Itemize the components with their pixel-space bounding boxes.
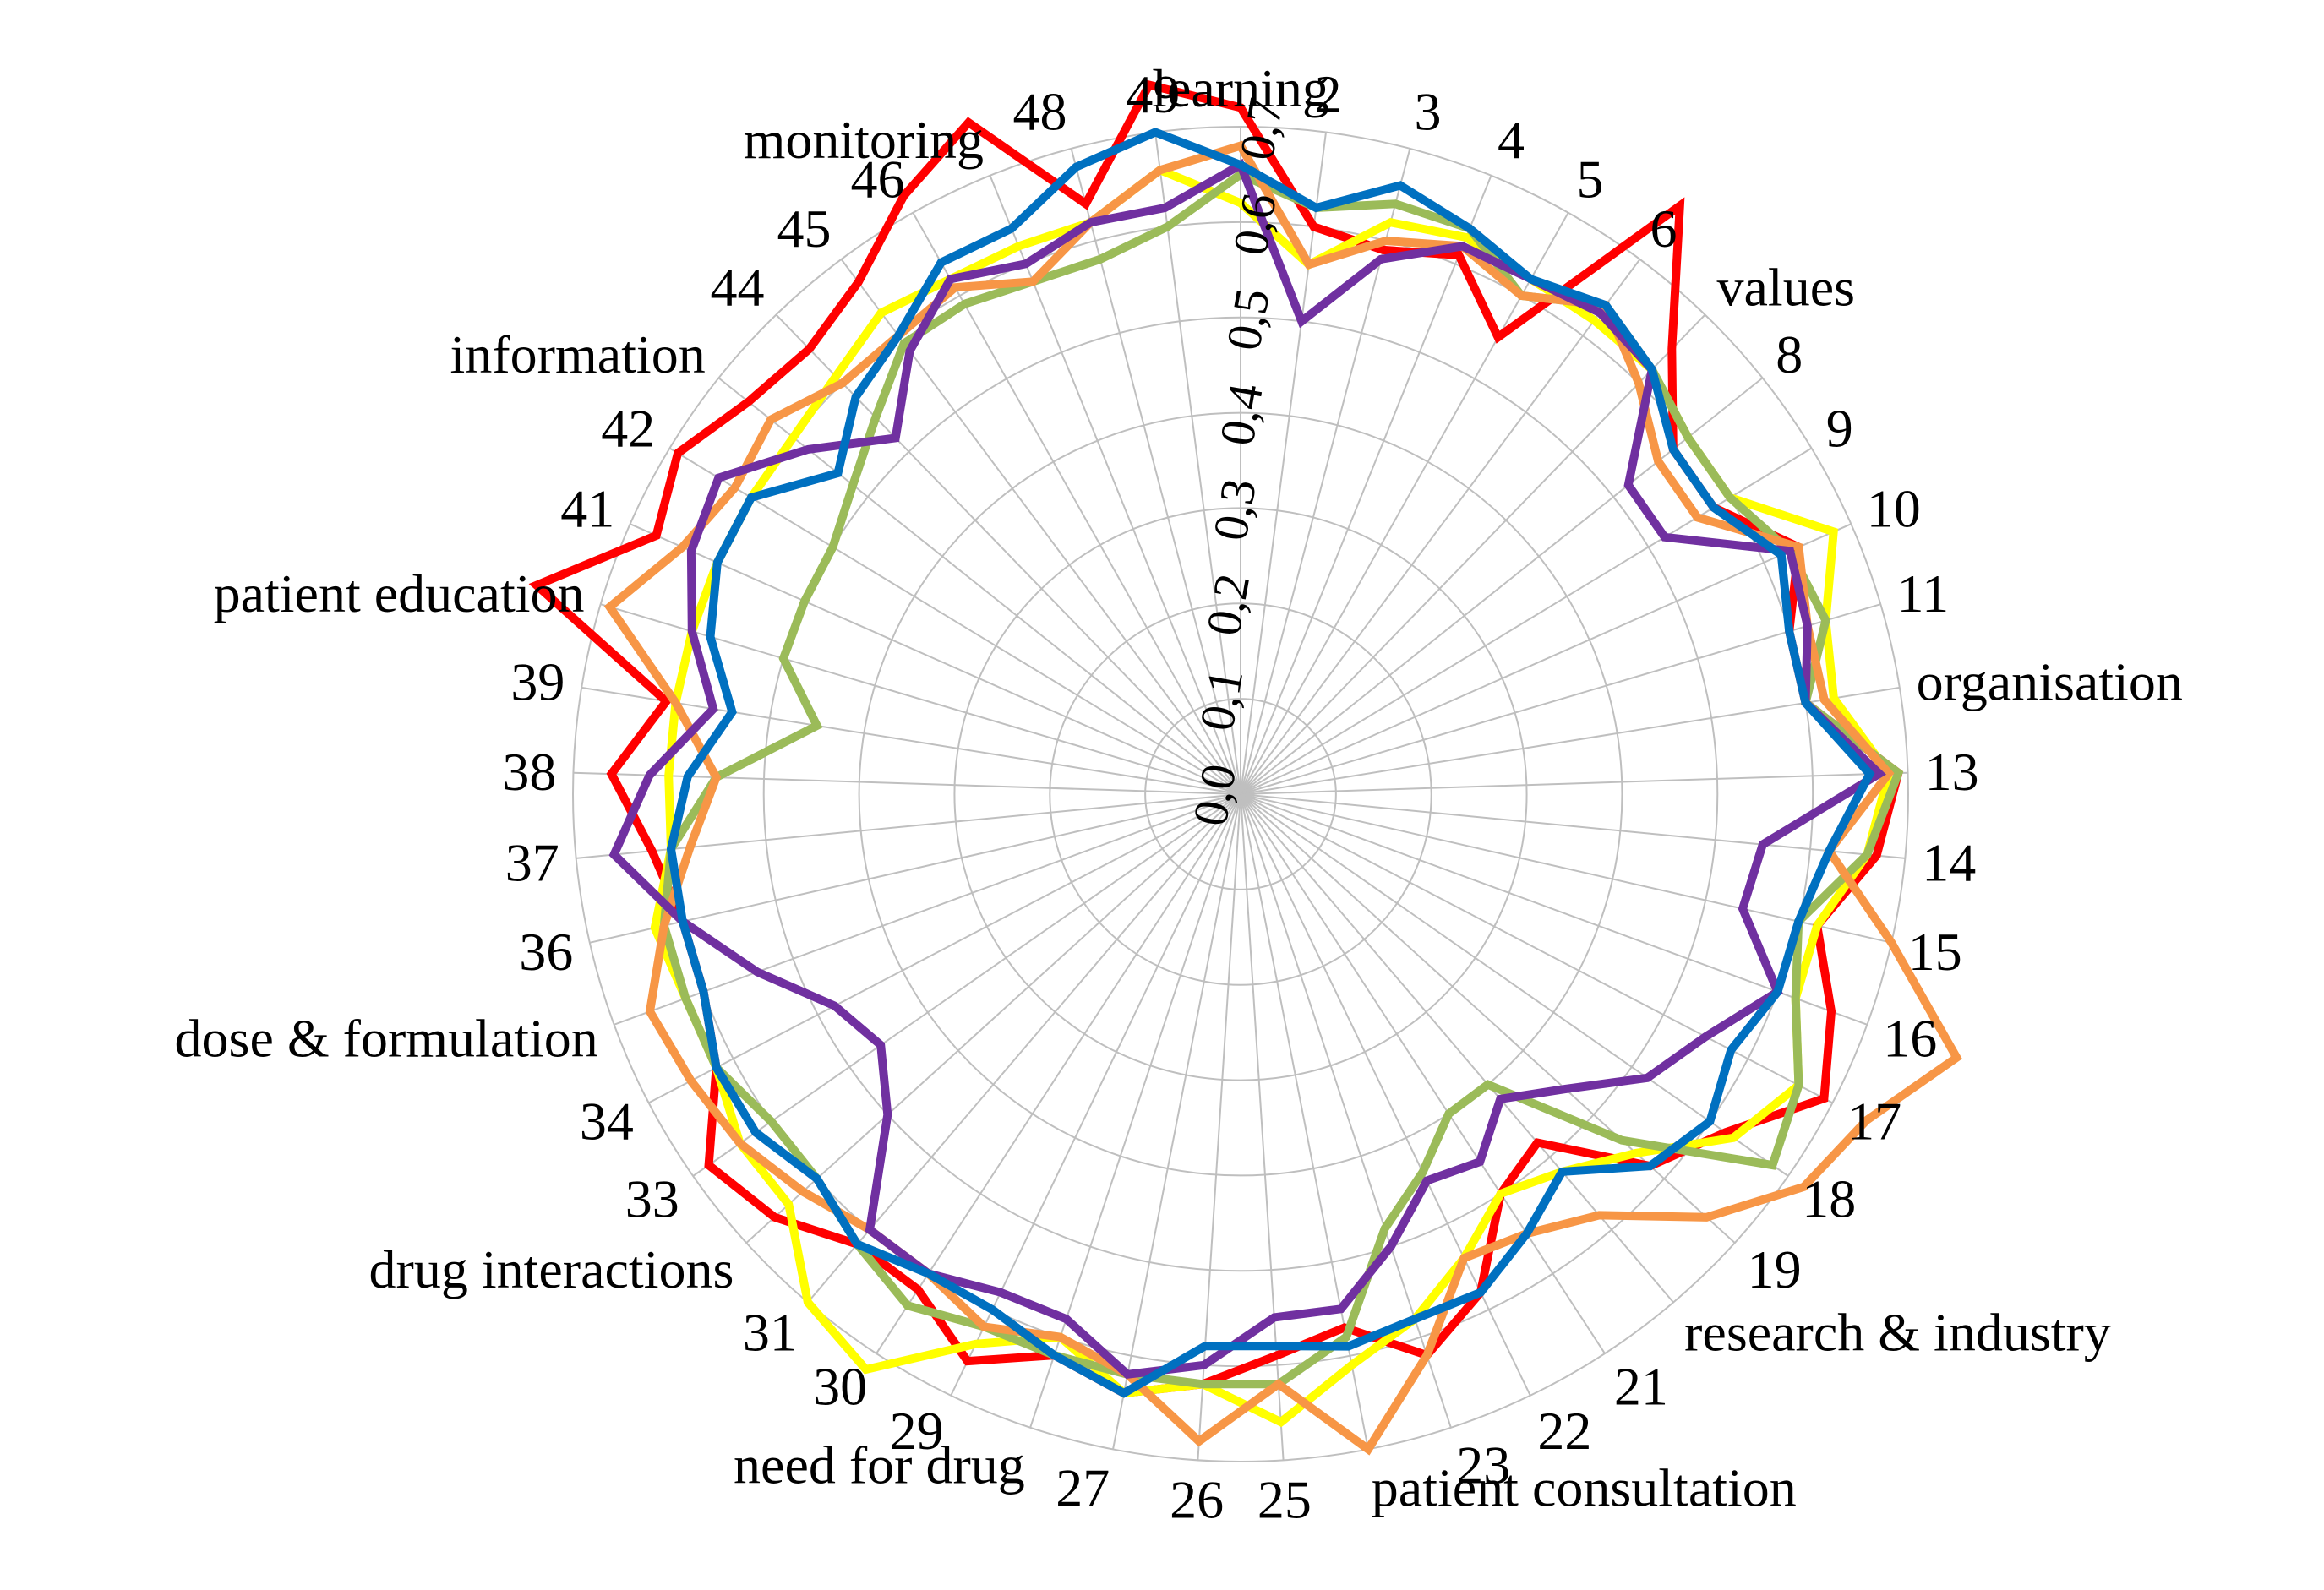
category-label: 38 <box>502 742 556 802</box>
category-label: 9 <box>1826 399 1853 459</box>
axis-spoke-17 <box>1240 793 1833 1104</box>
axis-spoke-35 <box>614 793 1241 1026</box>
axis-spoke-20 <box>1240 793 1674 1304</box>
radial-tick-label: 0,1 <box>1189 665 1254 735</box>
category-label: 4 <box>1498 110 1525 170</box>
category-label: 30 <box>813 1357 867 1417</box>
category-label: 45 <box>777 199 832 259</box>
axis-spoke-2 <box>1240 132 1327 795</box>
category-label: drug interactions <box>369 1239 734 1299</box>
category-label: 2 <box>1315 64 1342 124</box>
radial-tick-label: 0,3 <box>1202 475 1267 545</box>
series-6-line <box>666 128 1875 1398</box>
axis-spoke-5 <box>1240 212 1569 795</box>
category-label: 21 <box>1614 1357 1668 1417</box>
category-label: 18 <box>1802 1168 1856 1228</box>
category-label: 11 <box>1897 564 1950 623</box>
axis-spoke-45 <box>840 259 1241 795</box>
category-label: 44 <box>711 258 765 318</box>
category-label: organisation <box>1917 652 2183 712</box>
axis-spoke-8 <box>1240 377 1764 795</box>
radial-tick-label: 0,6 <box>1222 189 1287 259</box>
category-label: 13 <box>1925 742 1979 802</box>
category-label: need for drug <box>734 1435 1025 1495</box>
axis-spoke-7 <box>1240 313 1706 795</box>
axis-spoke-49 <box>1154 132 1241 795</box>
category-label: 23 <box>1456 1435 1510 1495</box>
category-label: 39 <box>510 652 565 712</box>
category-label: 33 <box>625 1168 679 1228</box>
radial-tick-label: 0,4 <box>1208 379 1274 449</box>
axis-spoke-21 <box>1240 793 1606 1354</box>
category-label: 41 <box>560 479 614 539</box>
category-label: 29 <box>890 1401 944 1461</box>
axis-spoke-15 <box>1240 793 1892 944</box>
category-label: 27 <box>1056 1458 1110 1518</box>
axis-spoke-12 <box>1240 686 1901 795</box>
axis-spoke-30 <box>876 793 1241 1354</box>
category-label: 10 <box>1867 479 1921 539</box>
category-label: learning <box>1152 58 1329 118</box>
category-label: monitoring <box>744 110 984 170</box>
category-label: research & industry <box>1684 1303 2111 1363</box>
category-label: 5 <box>1577 150 1604 210</box>
axis-spoke-13 <box>1240 771 1908 795</box>
category-label: 26 <box>1170 1469 1224 1529</box>
category-label: 46 <box>851 150 905 210</box>
series-layer <box>528 79 1962 1456</box>
category-label: dose & formulation <box>175 1009 598 1069</box>
axis-spoke-31 <box>807 793 1241 1304</box>
axis-spoke-32 <box>745 793 1241 1244</box>
axis-spoke-4 <box>1240 175 1492 795</box>
category-label: 37 <box>505 832 559 892</box>
radial-tick-label: 0,2 <box>1196 569 1261 640</box>
category-label: 3 <box>1415 81 1442 141</box>
radial-tick-label: 0,5 <box>1215 285 1280 355</box>
axis-spoke-36 <box>589 793 1241 944</box>
category-label: 14 <box>1922 832 1976 892</box>
category-label: 25 <box>1257 1469 1312 1529</box>
radial-tick-label: 0,0 <box>1182 760 1247 830</box>
axis-spoke-6 <box>1240 259 1641 795</box>
axis-spoke-18 <box>1240 793 1789 1177</box>
series-3-line <box>659 169 1904 1389</box>
category-label: 31 <box>743 1303 797 1363</box>
category-label: 16 <box>1883 1009 1937 1069</box>
axis-spoke-38 <box>573 771 1241 795</box>
category-label: 34 <box>580 1092 634 1152</box>
series-4-line <box>603 140 1962 1456</box>
series-5-line <box>608 158 1886 1380</box>
axis-spoke-46 <box>912 212 1241 795</box>
category-label: 36 <box>519 922 573 982</box>
axis-spoke-10 <box>1240 523 1852 795</box>
category-label: patient consultation <box>1372 1458 1797 1518</box>
category-label: values <box>1717 258 1856 318</box>
category-label: 6 <box>1650 199 1678 259</box>
axis-spoke-27 <box>1112 793 1241 1450</box>
category-label: information <box>450 324 706 384</box>
axis-spoke-39 <box>581 686 1241 795</box>
category-label: 22 <box>1537 1401 1591 1461</box>
axis-spoke-11 <box>1240 603 1881 795</box>
radial-tick-labels: 0,0 0,1 0,2 0,3 0,4 0,5 0,6 0,7 <box>1182 94 1294 830</box>
grid <box>572 126 1909 1462</box>
category-label: 19 <box>1748 1239 1802 1299</box>
axis-spoke-33 <box>692 793 1241 1177</box>
radial-tick-label: 0,7 <box>1229 94 1294 164</box>
category-label: patient education <box>214 564 585 623</box>
category-label: 42 <box>601 399 655 459</box>
axis-spoke-41 <box>630 523 1241 795</box>
axis-spoke-14 <box>1240 793 1906 859</box>
category-label: 17 <box>1847 1092 1901 1152</box>
category-label: 49 <box>1126 64 1180 124</box>
category-label: 8 <box>1776 324 1803 384</box>
category-label: 48 <box>1013 81 1067 141</box>
category-label: 15 <box>1908 922 1962 982</box>
axis-spoke-34 <box>648 793 1241 1104</box>
axis-spoke-42 <box>668 447 1241 795</box>
axis-spoke-16 <box>1240 793 1868 1026</box>
